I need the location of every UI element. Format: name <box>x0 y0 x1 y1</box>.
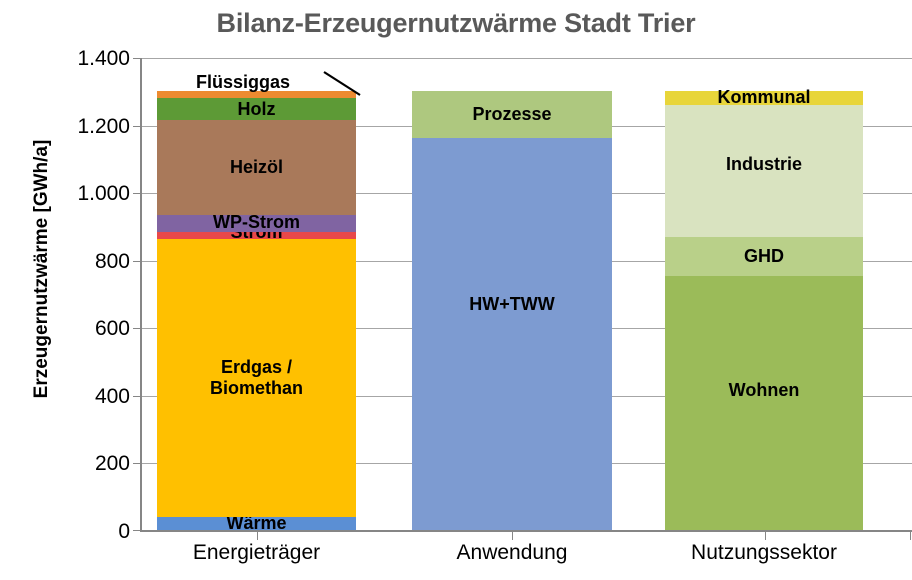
segment-label-prozesse: Prozesse <box>472 104 552 125</box>
y-tick-0 <box>133 530 140 531</box>
segment-label-erdgas-line2: Biomethan <box>209 378 303 398</box>
segment-label-heizoel: Heizöl <box>229 157 283 178</box>
x-category-label-energietraeger: Energieträger <box>192 541 321 564</box>
y-tick-1400 <box>133 58 140 59</box>
segment-ghd[interactable]: GHD <box>665 237 863 276</box>
bar-energietraeger[interactable]: Wärme Erdgas / Biomethan Strom WP-Strom … <box>157 91 356 532</box>
bar-anwendung[interactable]: HW+TWW Prozesse <box>412 91 612 530</box>
plot-area: Wärme Erdgas / Biomethan Strom WP-Strom … <box>133 58 912 540</box>
segment-wohnen[interactable]: Wohnen <box>665 276 863 530</box>
segment-holz[interactable]: Holz <box>157 98 356 120</box>
chart-title: Bilanz-Erzeugernutzwärme Stadt Trier <box>216 8 696 38</box>
y-tick-label-800: 800 <box>94 250 130 273</box>
segment-label-holz: Holz <box>237 98 276 119</box>
y-tick-1200 <box>133 126 140 127</box>
y-axis-line <box>140 58 142 531</box>
y-tick-1000 <box>133 193 140 194</box>
x-tick-3 <box>910 531 911 540</box>
segment-label-industrie: Industrie <box>725 154 802 174</box>
y-tick-label-600: 600 <box>94 317 130 340</box>
x-category-label-nutzungssektor: Nutzungssektor <box>691 541 837 564</box>
x-axis-line <box>140 530 912 532</box>
y-tick-600 <box>133 328 140 329</box>
segment-label-hw-tww: HW+TWW <box>469 294 555 314</box>
segment-strom[interactable]: Strom <box>157 223 356 241</box>
segment-hw-tww[interactable]: HW+TWW <box>412 138 612 530</box>
gridline-1400 <box>140 58 912 59</box>
y-tick-label-200: 200 <box>94 452 130 475</box>
segment-wp-strom[interactable]: WP-Strom <box>157 212 356 232</box>
segment-label-erdgas-biomethan: Erdgas / Biomethan <box>210 357 303 399</box>
y-tick-label-1000: 1.000 <box>77 182 130 205</box>
segment-label-kommunal: Kommunal <box>717 87 811 107</box>
x-category-label-anwendung: Anwendung <box>456 541 568 564</box>
x-tick-2 <box>765 531 766 540</box>
segment-label-wp-strom: WP-Strom <box>213 212 300 232</box>
segment-kommunal[interactable]: Kommunal <box>665 87 863 107</box>
segment-erdgas-biomethan[interactable]: Erdgas / Biomethan <box>157 239 356 517</box>
segment-waerme[interactable]: Wärme <box>157 514 356 532</box>
y-tick-label-1400: 1.400 <box>77 47 130 70</box>
callout-leader-line-fluessiggas <box>323 71 361 96</box>
segment-heizoel[interactable]: Heizöl <box>157 120 356 215</box>
y-tick-label-400: 400 <box>94 385 130 408</box>
segment-fluessiggas[interactable] <box>157 91 356 98</box>
y-tick-label-1200: 1.200 <box>77 115 130 138</box>
segment-label-wohnen: Wohnen <box>728 380 800 400</box>
segment-label-erdgas-line1: Erdgas / <box>220 356 292 377</box>
segment-prozesse[interactable]: Prozesse <box>412 91 612 138</box>
y-tick-800 <box>133 261 140 262</box>
y-tick-400 <box>133 396 140 397</box>
segment-industrie[interactable]: Industrie <box>665 105 863 237</box>
y-tick-200 <box>133 463 140 464</box>
callout-label-fluessiggas: Flüssiggas <box>196 72 291 92</box>
x-tick-1 <box>512 531 513 540</box>
y-tick-label-0: 0 <box>118 520 130 543</box>
x-tick-0 <box>257 531 258 540</box>
segment-label-ghd: GHD <box>744 246 784 267</box>
bar-nutzungssektor[interactable]: Wohnen GHD Industrie Kommunal <box>665 87 863 530</box>
